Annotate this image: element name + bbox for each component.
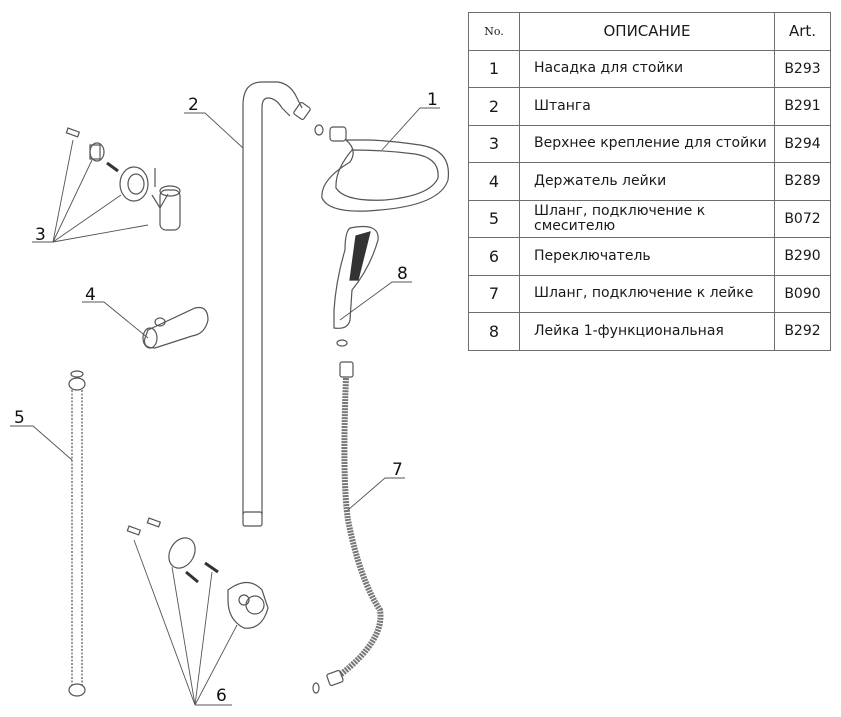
- table-row: 5 Шланг, подключение к смесителю B072: [468, 199, 831, 238]
- table-row: 8 Лейка 1-функциональная B292: [468, 312, 831, 351]
- row-no: 4: [468, 162, 520, 201]
- row-art: B292: [774, 312, 831, 351]
- leader-line-7: [347, 477, 405, 511]
- table-row: 1 Насадка для стойки B293: [468, 49, 831, 88]
- table-row: 6 Переключатель B290: [468, 237, 831, 276]
- row-description: Насадка для стойки: [519, 49, 775, 88]
- row-art: B293: [774, 49, 831, 88]
- leader-line-6: [133, 539, 238, 706]
- leader-line-1: [381, 107, 440, 151]
- row-art: B072: [774, 199, 831, 238]
- row-no: 1: [468, 49, 520, 88]
- row-no: 8: [468, 312, 520, 351]
- row-description: Лейка 1-функциональная: [519, 312, 775, 351]
- table-header-row: No. ОПИСАНИЕ Art.: [468, 12, 831, 51]
- row-no: 2: [468, 87, 520, 126]
- table-row: 2 Штанга B291: [468, 87, 831, 126]
- shower-holder-part: [142, 306, 209, 349]
- row-description: Шланг, подключение к лейке: [519, 274, 775, 313]
- leader-line-8: [339, 281, 412, 321]
- row-description: Шланг, подключение к смесителю: [519, 199, 775, 238]
- table-row: 7 Шланг, подключение к лейке B090: [468, 274, 831, 313]
- callout-3: 3: [35, 225, 46, 245]
- row-no: 3: [468, 124, 520, 163]
- header-art: Art.: [774, 12, 831, 51]
- row-no: 6: [468, 237, 520, 276]
- leader-line-5: [10, 425, 73, 461]
- row-art: B090: [774, 274, 831, 313]
- callout-6: 6: [216, 686, 227, 706]
- callout-1: 1: [427, 90, 438, 110]
- row-description: Переключатель: [519, 237, 775, 276]
- row-art: B289: [774, 162, 831, 201]
- callout-4: 4: [85, 285, 96, 305]
- row-no: 7: [468, 274, 520, 313]
- shower-head-part: [314, 124, 450, 212]
- row-no: 5: [468, 199, 520, 238]
- table-row: 4 Держатель лейки B289: [468, 162, 831, 201]
- table-row: 3 Верхнее крепление для стойки B294: [468, 124, 831, 163]
- callout-7: 7: [392, 460, 403, 480]
- diverter-part: [126, 517, 269, 629]
- row-description: Штанга: [519, 87, 775, 126]
- hand-shower-part: [333, 225, 379, 347]
- riser-pipe-part: [242, 81, 311, 527]
- leader-line-3: [32, 139, 149, 243]
- callout-2: 2: [188, 95, 199, 115]
- leader-line-2: [184, 112, 244, 149]
- header-description: ОПИСАНИЕ: [519, 12, 775, 51]
- leader-line-4: [82, 301, 149, 339]
- row-art: B291: [774, 87, 831, 126]
- callout-5: 5: [14, 408, 25, 428]
- header-no: No.: [468, 12, 520, 51]
- row-art: B294: [774, 124, 831, 163]
- upper-bracket-part: [65, 127, 181, 231]
- row-art: B290: [774, 237, 831, 276]
- mixer-hose-part: [68, 370, 86, 697]
- row-description: Держатель лейки: [519, 162, 775, 201]
- hand-shower-hose-part: [312, 361, 384, 694]
- row-description: Верхнее крепление для стойки: [519, 124, 775, 163]
- callout-8: 8: [397, 264, 408, 284]
- parts-table: No. ОПИСАНИЕ Art. 1 Насадка для стойки B…: [468, 12, 831, 351]
